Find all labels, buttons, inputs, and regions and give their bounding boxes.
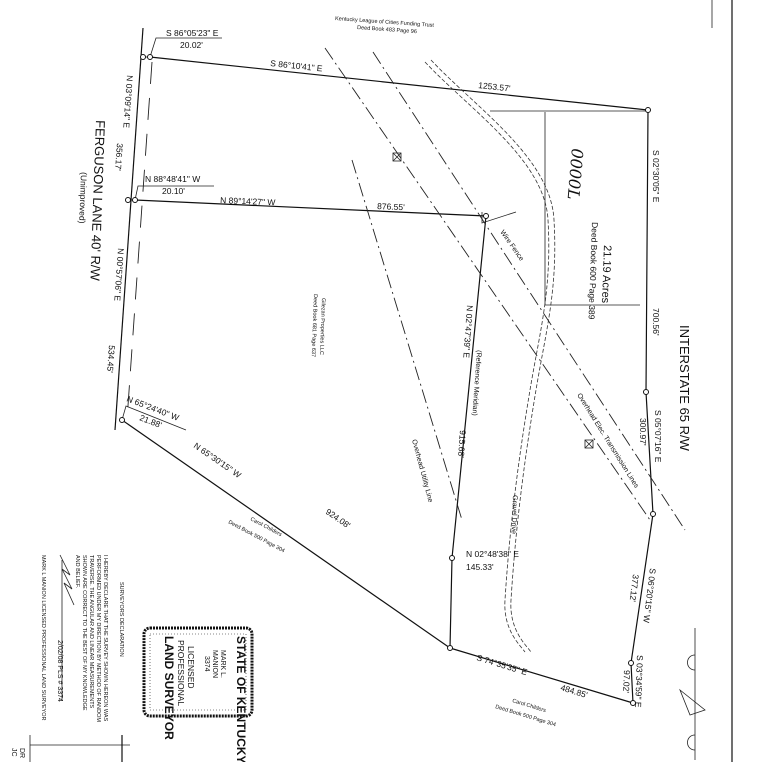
north-arrow-icon bbox=[679, 628, 706, 760]
call-bearing: S 86°05'23" E bbox=[166, 28, 219, 38]
wire-fence-label: Wire Fence bbox=[498, 229, 524, 262]
parcel-acres: 21.19 Acres bbox=[599, 245, 613, 304]
call-distance: 700.56' bbox=[651, 308, 661, 336]
adjoiner-north-deed: Deed Book 483 Page 96 bbox=[357, 25, 417, 35]
call-distance: 534.45' bbox=[105, 345, 117, 374]
surveyor-seal-stamp: STATE OF KENTUCKY MARK L. MANION 3374 LI… bbox=[142, 626, 254, 762]
reference-meridian-note: (Reference Meridian) bbox=[470, 350, 482, 416]
call-distance: 145.33' bbox=[466, 562, 494, 572]
stamp-number: 3374 bbox=[203, 656, 210, 672]
signature bbox=[59, 554, 75, 606]
adjoiner-west-name: Gilezan Properties LLC bbox=[318, 298, 326, 355]
call-distance: 97.02' bbox=[621, 670, 632, 694]
call-bearing: S 74°35'35" E bbox=[475, 652, 528, 677]
stamp-text: LAND SURVEYOR bbox=[162, 636, 176, 740]
stamp-text: LICENSED bbox=[186, 646, 196, 689]
stamp-name: MARK L. bbox=[219, 650, 226, 678]
title-block-text: JC bbox=[10, 748, 17, 757]
surveyor-declaration: SURVEYORS DECLARATION I HEREBY DECLARE T… bbox=[10, 554, 130, 762]
call-distance: 356.17' bbox=[113, 143, 125, 172]
call-distance: 20.02' bbox=[180, 40, 203, 50]
call-bearing: N 00°57'06" E bbox=[112, 248, 126, 302]
interstate-label: INTERSTATE 65 R/W bbox=[677, 325, 692, 452]
call-bearing: N 89°14'27" W bbox=[220, 195, 276, 207]
call-distance: 300.97' bbox=[638, 418, 648, 446]
signer-name: MARK L MANION LICENSED PROFESSIONAL LAND… bbox=[40, 555, 46, 720]
call-distance: 915.68' bbox=[456, 430, 468, 459]
call-distance: 924.08' bbox=[324, 506, 353, 530]
declaration-title: SURVEYORS DECLARATION bbox=[118, 582, 124, 657]
call-bearing: N 03°09'14" E bbox=[121, 75, 135, 129]
title-block-text: DR bbox=[18, 748, 25, 758]
corner-points bbox=[119, 54, 656, 706]
parcel-deed: Deed Book 600 Page 389 bbox=[587, 222, 600, 320]
stamp-text: PROFESSIONAL bbox=[176, 640, 186, 706]
handwritten-note: 0000L bbox=[564, 148, 587, 201]
gravel-drive bbox=[424, 59, 556, 653]
ferguson-note: (Unimproved) bbox=[77, 172, 89, 224]
call-bearing: S 05°07'16" E bbox=[653, 410, 663, 463]
call-distance: 20.10' bbox=[162, 186, 185, 196]
adjoiner-west-deed: Deed Book 681 Page 637 bbox=[310, 294, 318, 357]
declaration-text: AND BELIEF. bbox=[74, 555, 80, 588]
call-bearing: N 02°47'39" E bbox=[461, 305, 475, 359]
call-distance: 1253.57' bbox=[478, 80, 512, 93]
declaration-text: PERFORMED UNDER MY DIRECTION BY METHOD O… bbox=[95, 555, 101, 722]
overhead-lines bbox=[324, 47, 686, 531]
signature-date: 2/02/08 PLS # 3374 bbox=[56, 640, 63, 702]
call-distance: 377.12' bbox=[628, 574, 641, 603]
declaration-text: TRAVERSE. THE ANGULAR AND LINEAR MEASURE… bbox=[88, 555, 94, 709]
utility-line-label: Overhead Utility Line bbox=[410, 439, 434, 504]
call-bearing: N 88°48'41" W bbox=[145, 174, 200, 184]
declaration-text: I HEREBY DECLARE THAT THE SURVEY SHOWN H… bbox=[102, 555, 108, 722]
property-boundary bbox=[114, 27, 654, 704]
call-distance: 484.85' bbox=[559, 682, 589, 700]
call-bearing: S 03°34'59" E bbox=[633, 655, 645, 708]
call-bearing: N 02°48'38" E bbox=[466, 549, 519, 559]
call-bearing: S 02°30'05" E bbox=[651, 150, 661, 203]
call-distance: 876.55' bbox=[377, 201, 405, 212]
declaration-text: SHOWN ARE CORRECT TO THE BEST OF MY KNOW… bbox=[81, 555, 87, 711]
stamp-state: STATE OF KENTUCKY bbox=[234, 636, 248, 762]
stamp-name: MANION bbox=[211, 650, 218, 678]
ferguson-lane-label: FERGUSON LANE 40' R/W bbox=[87, 120, 108, 282]
gravel-drive-label: Gravel Drive bbox=[510, 495, 518, 534]
